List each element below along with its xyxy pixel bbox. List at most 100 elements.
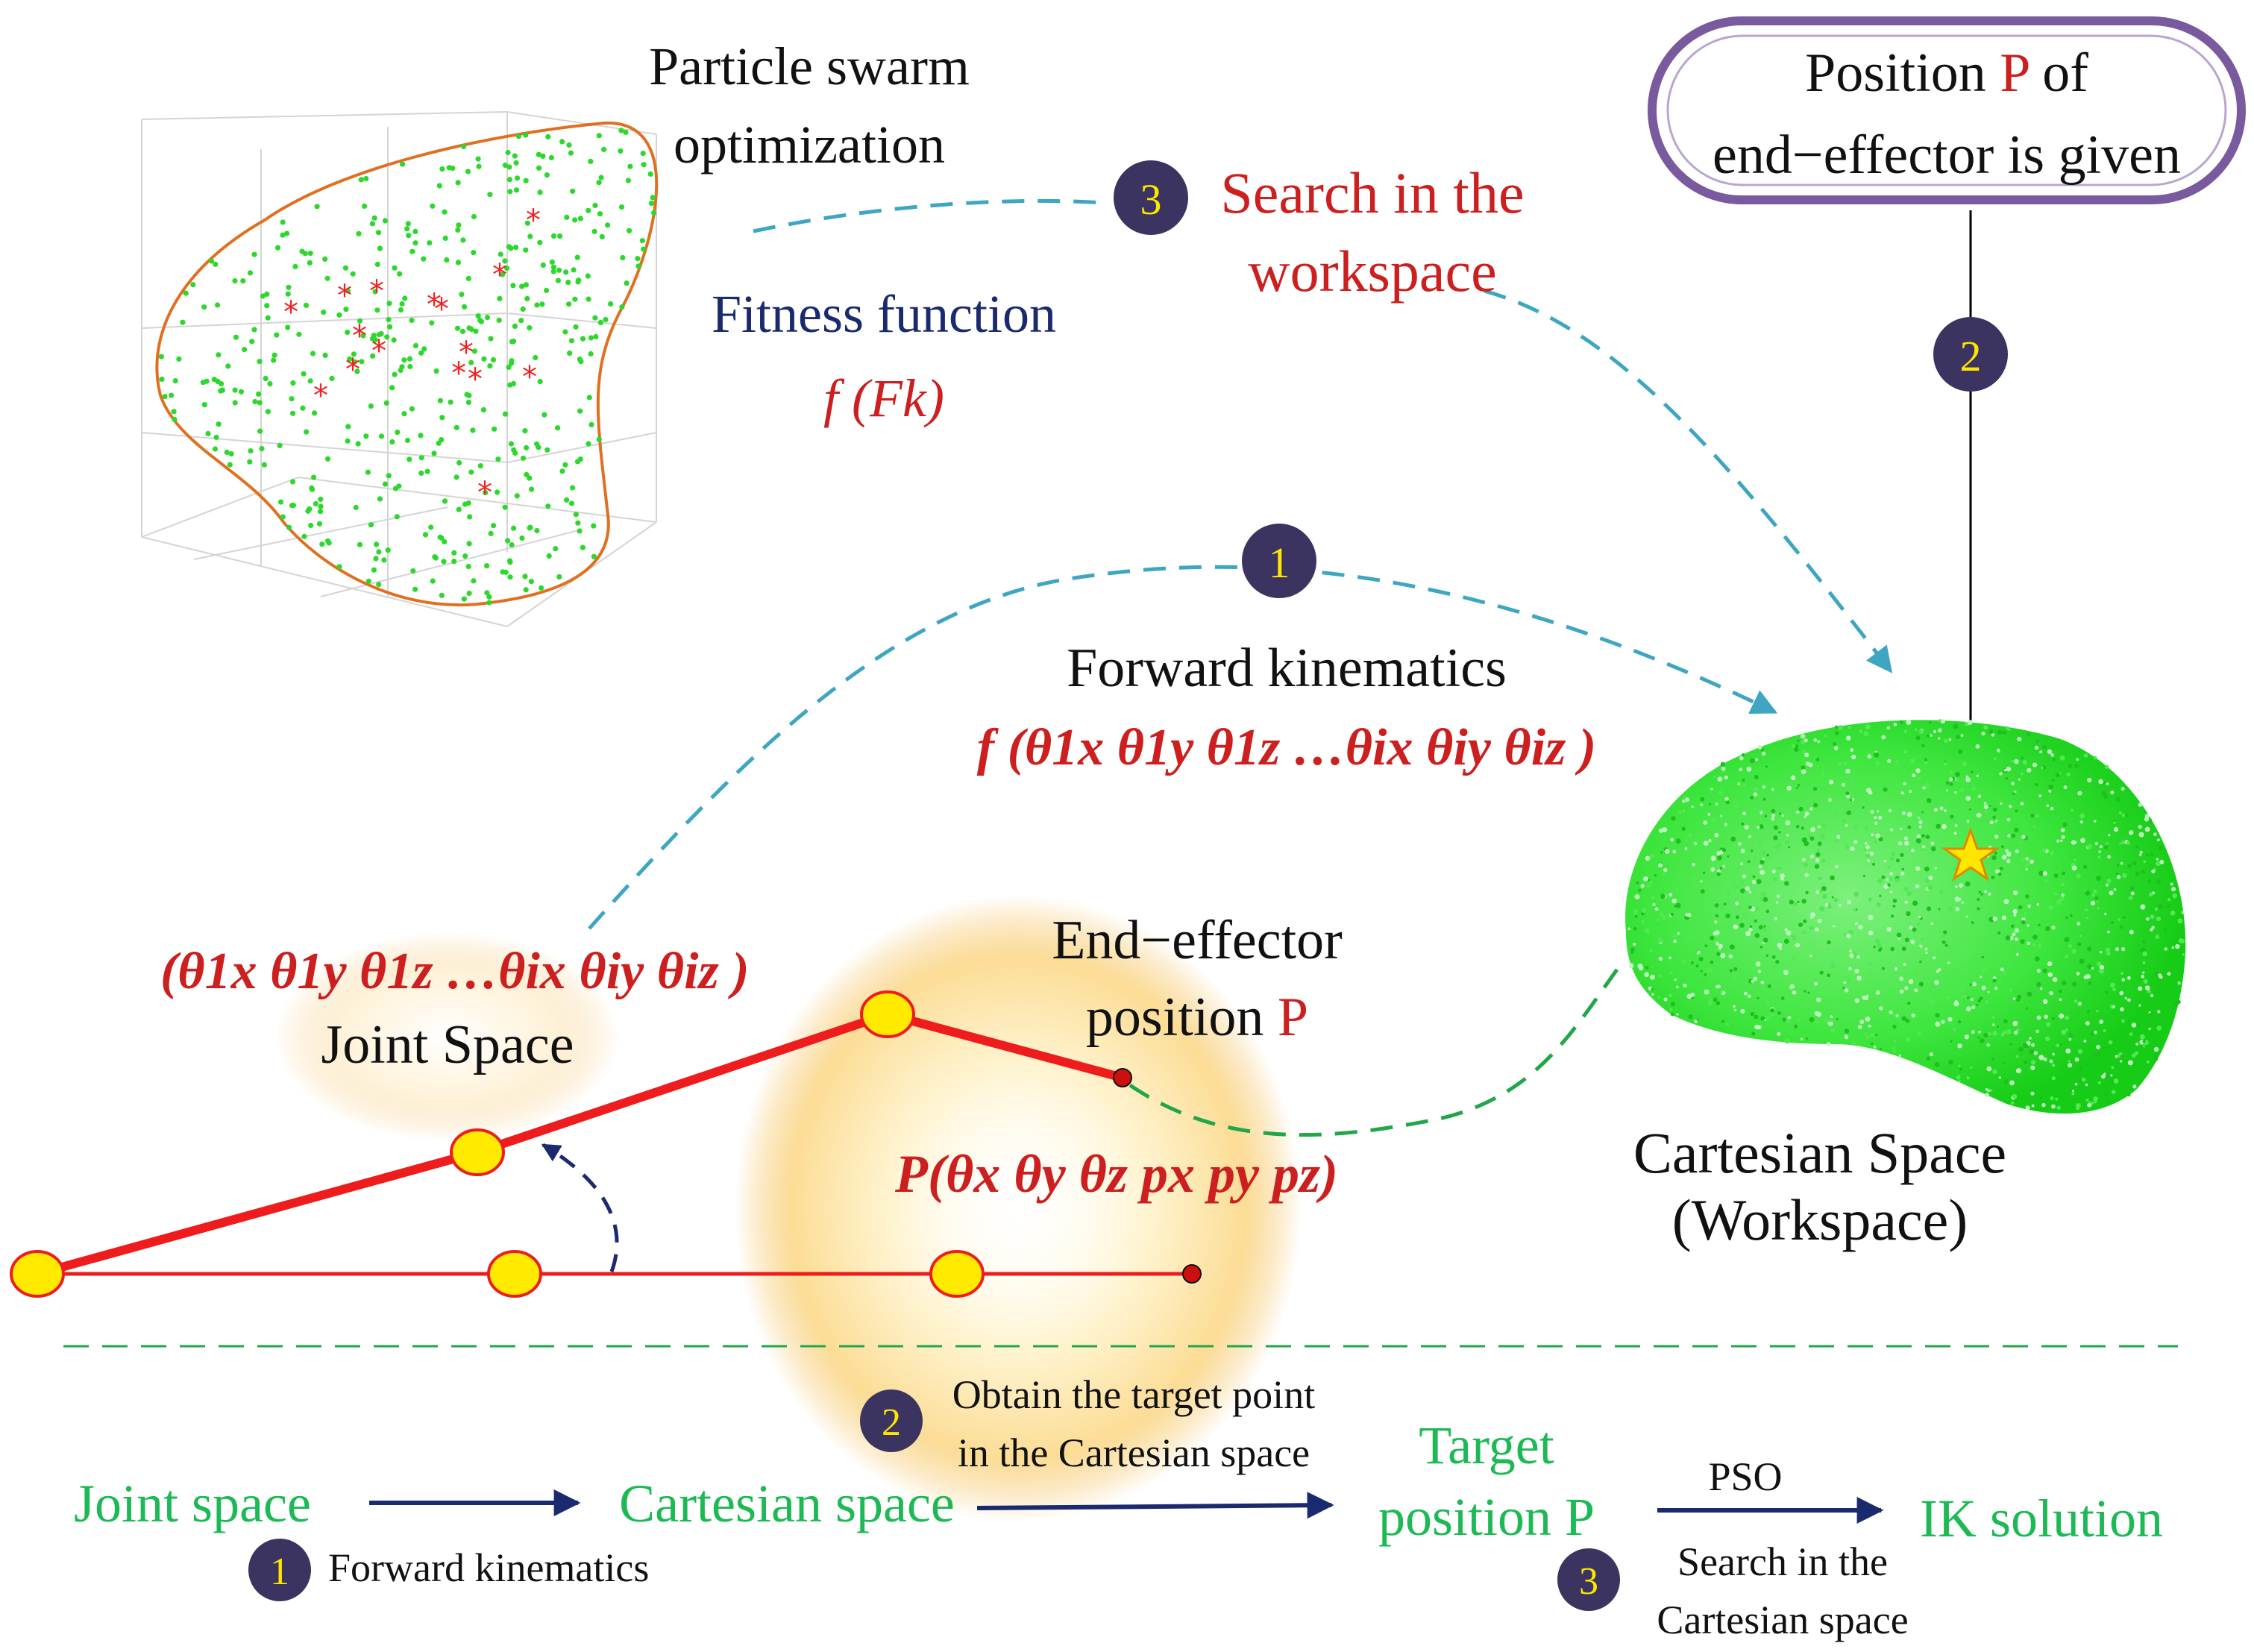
workspace-point bbox=[1748, 994, 1751, 999]
swarm-particle bbox=[252, 398, 258, 405]
workspace-point bbox=[2002, 730, 2006, 735]
swarm-particle bbox=[578, 359, 584, 365]
best-particle-icon: * bbox=[492, 258, 507, 292]
swarm-particle bbox=[300, 405, 306, 411]
workspace-point bbox=[1944, 943, 1948, 947]
workspace-point bbox=[1744, 991, 1748, 996]
swarm-particle bbox=[577, 528, 583, 534]
workspace-point bbox=[1921, 811, 1924, 814]
swarm-particle bbox=[497, 295, 503, 301]
workspace-point bbox=[1692, 996, 1695, 999]
workspace-point bbox=[1654, 907, 1659, 911]
workspace-point bbox=[2087, 844, 2092, 849]
workspace-point bbox=[1740, 1008, 1745, 1014]
workspace-point bbox=[1911, 849, 1915, 852]
end-effector-to-workspace-curve bbox=[1128, 968, 1619, 1137]
workspace-point bbox=[2132, 1062, 2136, 1066]
workspace-point bbox=[1868, 962, 1872, 965]
workspace-point bbox=[1848, 929, 1854, 935]
workspace-point bbox=[2115, 873, 2119, 876]
workspace-point bbox=[1983, 804, 1988, 809]
workspace-point bbox=[1836, 1002, 1841, 1007]
workspace-point bbox=[1883, 884, 1889, 889]
swarm-particle bbox=[511, 447, 517, 453]
workspace-point bbox=[1704, 944, 1708, 948]
workspace-point bbox=[2107, 855, 2112, 859]
workspace-point bbox=[2071, 808, 2074, 812]
swarm-particle bbox=[623, 129, 629, 135]
workspace-point bbox=[1656, 917, 1660, 922]
workspace-point bbox=[1648, 880, 1653, 885]
workspace-point bbox=[1859, 1020, 1865, 1024]
workspace-point bbox=[1744, 825, 1749, 830]
workspace-point bbox=[1965, 775, 1968, 779]
swarm-particle bbox=[647, 171, 653, 177]
workspace-point bbox=[1795, 825, 1800, 829]
workspace-point bbox=[1864, 1032, 1868, 1035]
workspace-point bbox=[2086, 917, 2089, 920]
swarm-particle bbox=[321, 310, 327, 315]
swarm-particle bbox=[277, 442, 283, 449]
workspace-point bbox=[1930, 999, 1936, 1005]
swarm-particle bbox=[301, 533, 307, 539]
workspace-point bbox=[1785, 820, 1791, 826]
workspace-point bbox=[1956, 735, 1960, 740]
swarm-particle bbox=[307, 378, 313, 384]
swarm-particle bbox=[456, 459, 462, 466]
workspace-point bbox=[1921, 848, 1924, 852]
swarm-particle bbox=[454, 325, 461, 331]
workspace-point bbox=[1992, 916, 1997, 922]
workspace-point bbox=[2113, 1078, 2119, 1084]
workspace-point bbox=[1762, 785, 1766, 789]
workspace-point bbox=[2124, 996, 2127, 1000]
workspace-point bbox=[2094, 820, 2097, 823]
workspace-point bbox=[1896, 932, 1902, 938]
workspace-point bbox=[1976, 812, 1982, 818]
swarm-particle bbox=[430, 203, 436, 209]
workspace-point bbox=[2110, 1081, 2114, 1084]
workspace-point bbox=[2176, 999, 2181, 1005]
workspace-point bbox=[1659, 828, 1663, 833]
workspace-point bbox=[2153, 867, 2156, 871]
swarm-particle bbox=[455, 260, 462, 266]
workspace-point bbox=[2014, 759, 2019, 764]
workspace-point bbox=[2079, 820, 2083, 824]
workspace-point bbox=[1976, 774, 1979, 778]
workspace-point bbox=[1889, 857, 1894, 861]
workspace-point bbox=[1703, 841, 1709, 846]
workspace-point bbox=[2074, 858, 2076, 861]
workspace-point bbox=[1874, 840, 1877, 844]
swarm-particle bbox=[588, 421, 594, 428]
workspace-point bbox=[1869, 991, 1874, 996]
swarm-particle bbox=[451, 550, 457, 556]
workspace-point bbox=[2077, 791, 2082, 796]
workspace-point bbox=[1710, 867, 1715, 872]
workspace-point bbox=[1868, 971, 1872, 975]
workspace-point bbox=[2127, 1093, 2131, 1097]
workspace-point bbox=[2062, 980, 2067, 986]
workspace-point bbox=[1964, 722, 1969, 726]
workspace-point bbox=[1947, 961, 1950, 964]
workspace-point bbox=[2086, 1010, 2091, 1014]
workspace-point bbox=[2031, 1043, 2035, 1047]
swarm-particle bbox=[527, 325, 533, 331]
swarm-particle bbox=[470, 427, 476, 433]
workspace-point bbox=[2076, 922, 2081, 926]
workspace-point bbox=[1784, 881, 1789, 886]
workspace-point bbox=[1692, 863, 1695, 867]
workspace-point bbox=[1798, 806, 1803, 811]
workspace-point bbox=[1644, 928, 1650, 934]
workspace-point bbox=[1878, 815, 1883, 820]
workspace-point bbox=[2135, 845, 2139, 849]
workspace-point bbox=[2090, 900, 2096, 906]
workspace-point bbox=[2105, 947, 2111, 952]
workspace-point bbox=[1910, 759, 1915, 764]
workspace-point bbox=[2012, 997, 2016, 1000]
workspace-point bbox=[1957, 1020, 1962, 1024]
swarm-particle bbox=[310, 351, 316, 357]
workspace-point bbox=[2098, 969, 2103, 973]
swarm-particle bbox=[528, 579, 535, 585]
workspace-point bbox=[2140, 904, 2146, 910]
workspace-point bbox=[1633, 943, 1636, 946]
workspace-point bbox=[1784, 1038, 1790, 1044]
